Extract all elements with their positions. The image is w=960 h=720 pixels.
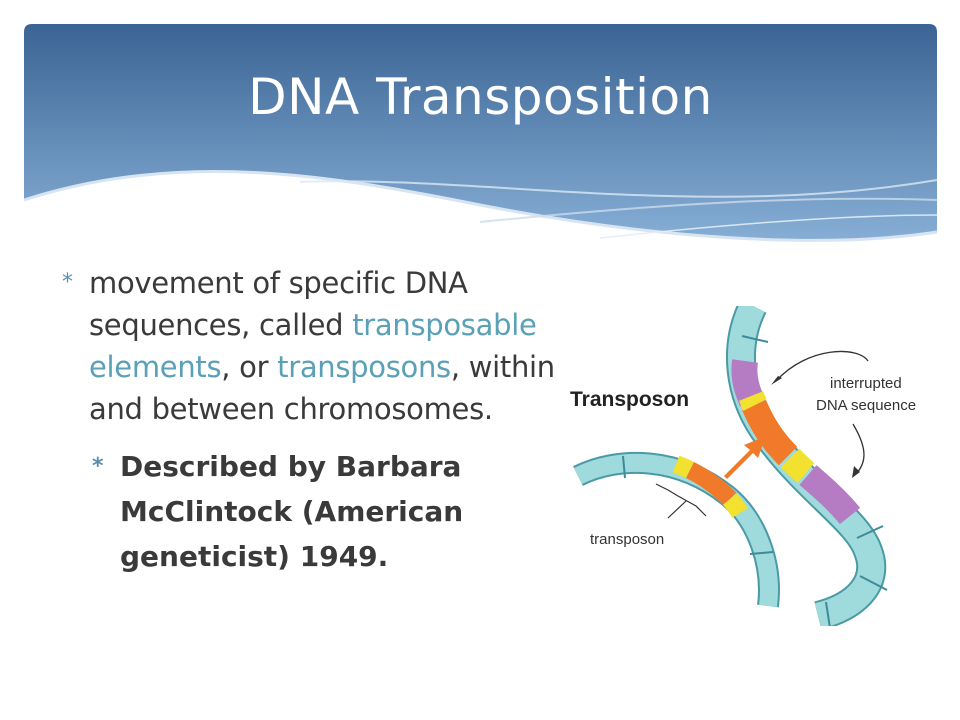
dna-segment-purple-2 xyxy=(799,465,861,525)
figure-heading: Transposon xyxy=(570,388,689,411)
sub-bullet-text: Described by Barbara McClintock (America… xyxy=(120,450,464,573)
bullet-list: * movement of specific DNA sequences, ca… xyxy=(62,262,582,579)
interrupted-label-2: DNA sequence xyxy=(816,397,916,414)
insertion-arrow xyxy=(724,436,766,479)
interrupted-arrow xyxy=(775,350,869,382)
highlight-term: transposable elements xyxy=(89,308,537,384)
highlight-term: transposons xyxy=(277,350,451,384)
bullet-text: movement of specific DNA sequences, call… xyxy=(89,266,468,342)
dna-segment-yellow xyxy=(780,448,815,483)
bullet-marker-icon: * xyxy=(92,454,104,479)
transposon-segment-orange xyxy=(685,461,737,506)
dna-segment-orange xyxy=(742,399,798,466)
header-banner xyxy=(23,24,938,270)
interrupted-label-1: interrupted xyxy=(830,375,902,392)
transposon-label: transposon xyxy=(590,531,664,548)
sub-bullet-item: * Described by Barbara McClintock (Ameri… xyxy=(92,444,540,579)
bullet-text: , or xyxy=(221,350,278,384)
transposon-segment-yellow-2 xyxy=(722,493,748,518)
bullet-marker-icon: * xyxy=(62,270,73,295)
dna-segment-purple xyxy=(731,359,764,407)
slide-title: DNA Transposition xyxy=(248,68,713,126)
transposon-diagram: Transposon interrupted DNA sequence tran… xyxy=(570,306,916,626)
transposon-bracket xyxy=(655,483,707,519)
bullet-text: , within and between chromosomes. xyxy=(89,350,555,426)
transposon-segment-yellow xyxy=(672,455,695,479)
bullet-item: * movement of specific DNA sequences, ca… xyxy=(62,262,582,430)
